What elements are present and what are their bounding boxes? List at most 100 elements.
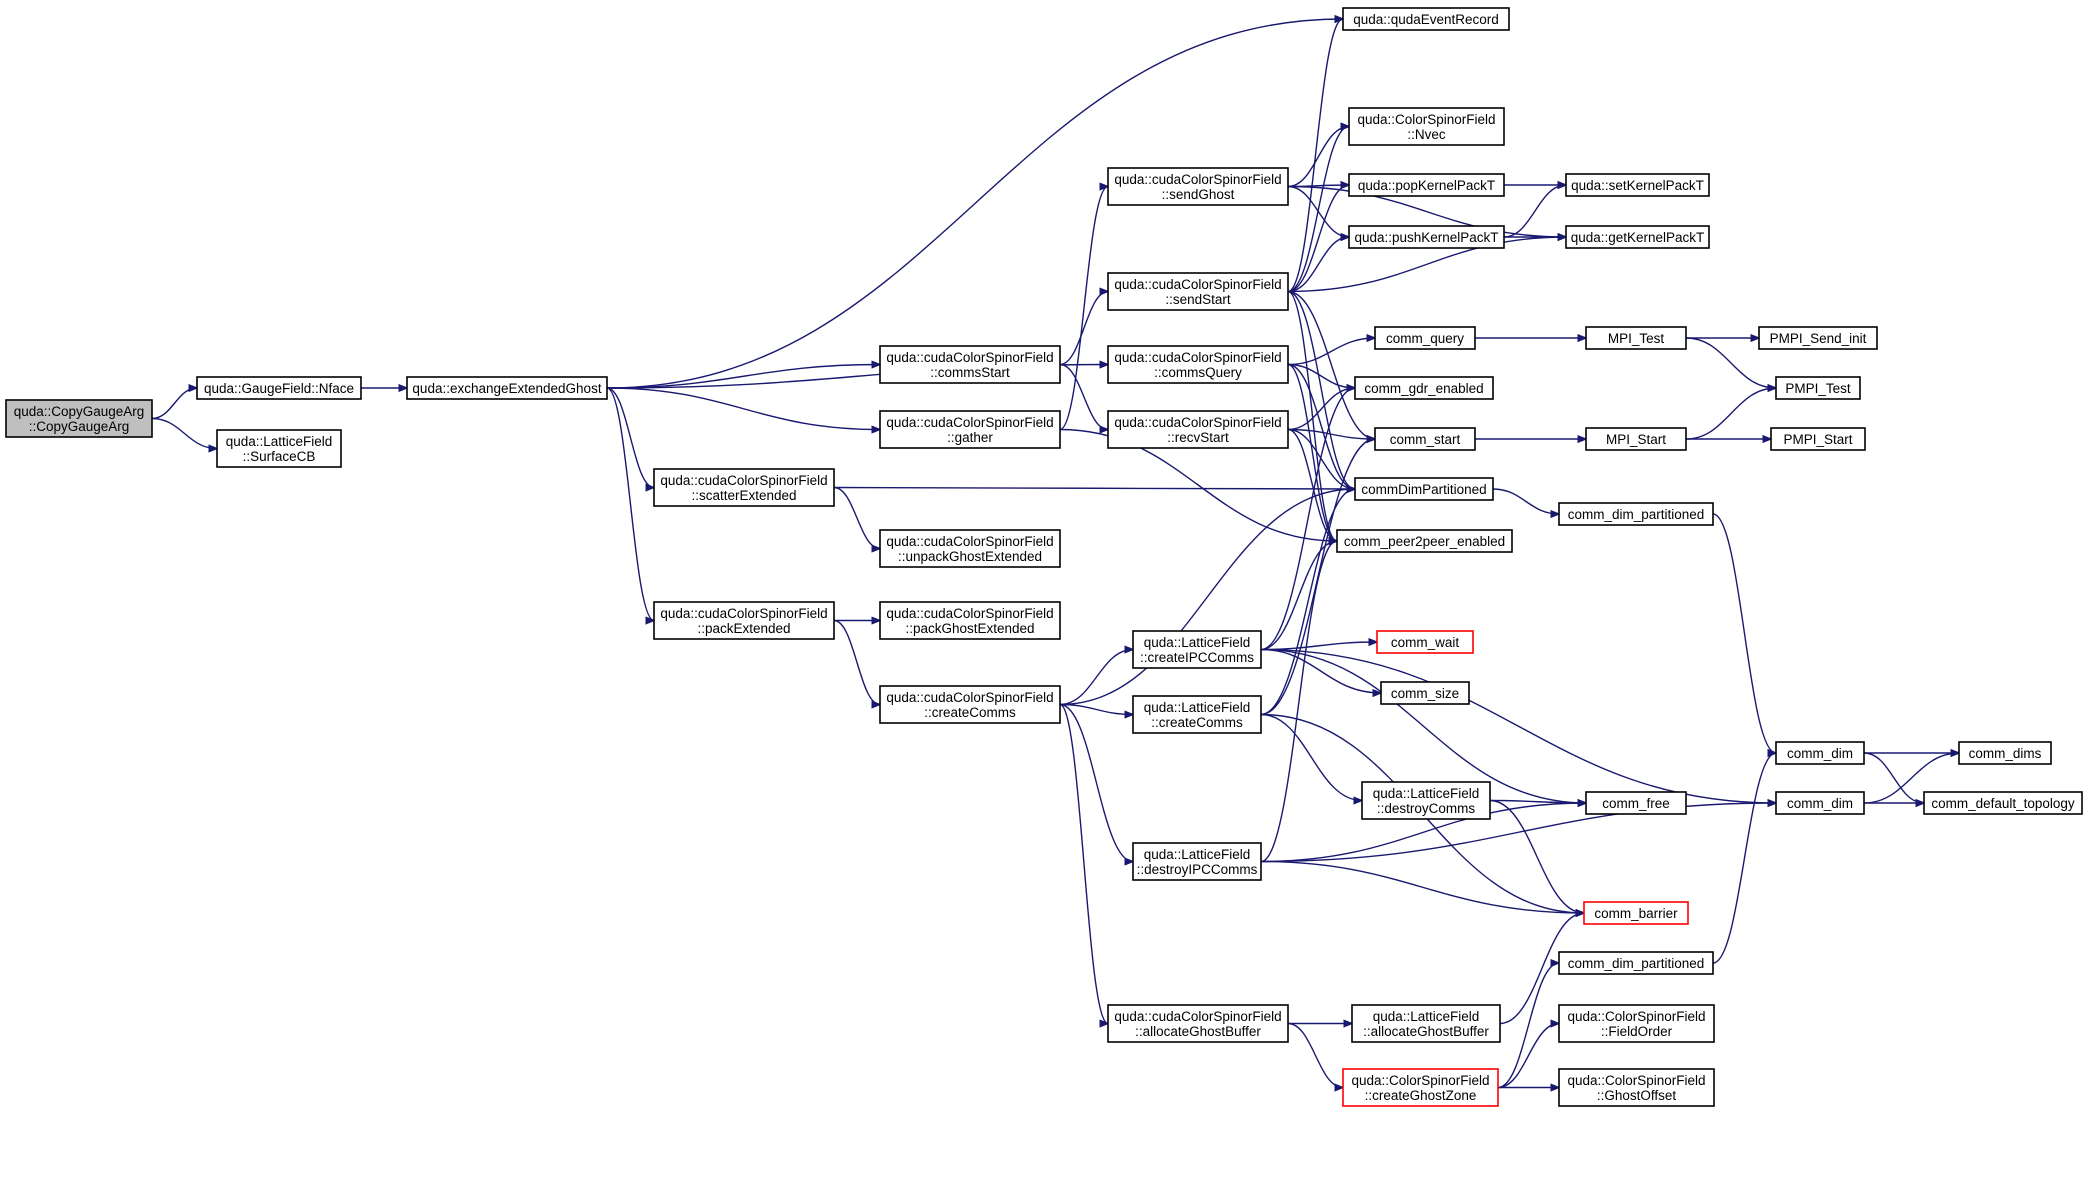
node-commsStart[interactable]: quda::cudaColorSpinorField::commsStart (879, 345, 1061, 384)
node-cdp[interactable]: commDimPartitioned (1354, 477, 1494, 501)
node-getK[interactable]: quda::getKernelPackT (1565, 225, 1710, 249)
node-lfCreateComms-box[interactable] (1132, 695, 1262, 734)
node-getK-box[interactable] (1565, 225, 1710, 249)
node-commSize[interactable]: comm_size (1380, 681, 1470, 705)
node-commSize-box[interactable] (1380, 681, 1470, 705)
node-pmpiSendInit[interactable]: PMPI_Send_init (1758, 326, 1878, 350)
node-pmpiStart-box[interactable] (1770, 427, 1866, 451)
node-cdp3-box[interactable] (1558, 951, 1714, 975)
node-commQuery[interactable]: comm_query (1374, 326, 1476, 350)
node-packGE[interactable]: quda::cudaColorSpinorField::packGhostExt… (879, 601, 1061, 640)
node-scatterExt[interactable]: quda::cudaColorSpinorField::scatterExten… (653, 468, 835, 507)
node-pmpiTest-box[interactable] (1775, 376, 1861, 400)
node-p2p[interactable]: comm_peer2peer_enabled (1336, 529, 1513, 553)
node-commDims[interactable]: comm_dims (1958, 741, 2052, 765)
node-unpackGE-box[interactable] (879, 529, 1061, 568)
node-packExt-box[interactable] (653, 601, 835, 640)
node-surfcb[interactable]: quda::LatticeField::SurfaceCB (216, 429, 342, 468)
node-nvec[interactable]: quda::ColorSpinorField::Nvec (1348, 107, 1505, 146)
node-lfDestroyIPC[interactable]: quda::LatticeField::destroyIPCComms (1132, 842, 1262, 881)
node-cdp2-box[interactable] (1558, 502, 1714, 526)
node-commBarrier-box[interactable] (1583, 901, 1689, 925)
node-commDim2-box[interactable] (1775, 791, 1865, 815)
node-nvec-box[interactable] (1348, 107, 1505, 146)
node-sendStart[interactable]: quda::cudaColorSpinorField::sendStart (1107, 272, 1289, 311)
node-qudaEvent[interactable]: quda::qudaEventRecord (1342, 7, 1510, 31)
node-exch-box[interactable] (406, 376, 608, 400)
node-allocGB-box[interactable] (1107, 1004, 1289, 1043)
node-mpiStart[interactable]: MPI_Start (1585, 427, 1687, 451)
node-recvStart-box[interactable] (1107, 410, 1289, 449)
node-p2p-box[interactable] (1336, 529, 1513, 553)
node-commDim2[interactable]: comm_dim (1775, 791, 1865, 815)
node-commDim1-box[interactable] (1775, 741, 1865, 765)
node-cdp-box[interactable] (1354, 477, 1494, 501)
node-commsQuery-box[interactable] (1107, 345, 1289, 384)
node-packExt[interactable]: quda::cudaColorSpinorField::packExtended (653, 601, 835, 640)
node-createGZ[interactable]: quda::ColorSpinorField::createGhostZone (1342, 1068, 1499, 1107)
node-fieldOrder-box[interactable] (1558, 1004, 1715, 1043)
node-sendStart-box[interactable] (1107, 272, 1289, 311)
node-scatterExt-box[interactable] (653, 468, 835, 507)
node-lfCreateIPC[interactable]: quda::LatticeField::createIPCComms (1132, 630, 1262, 669)
node-commStart[interactable]: comm_start (1374, 427, 1476, 451)
node-commQuery-box[interactable] (1374, 326, 1476, 350)
node-commWait-box[interactable] (1376, 630, 1474, 654)
node-ghostOffset-box[interactable] (1558, 1068, 1715, 1107)
node-commStart-box[interactable] (1374, 427, 1476, 451)
node-commDefTopo[interactable]: comm_default_topology (1923, 791, 2083, 815)
node-setK[interactable]: quda::setKernelPackT (1565, 173, 1710, 197)
node-recvStart[interactable]: quda::cudaColorSpinorField::recvStart (1107, 410, 1289, 449)
node-gdr[interactable]: comm_gdr_enabled (1354, 376, 1494, 400)
node-nface-box[interactable] (196, 376, 362, 400)
node-lfAllocGB[interactable]: quda::LatticeField::allocateGhostBuffer (1351, 1004, 1501, 1043)
node-lfCreateIPC-box[interactable] (1132, 630, 1262, 669)
node-cdp3[interactable]: comm_dim_partitioned (1558, 951, 1714, 975)
node-lfDestroyComms-box[interactable] (1361, 781, 1491, 820)
node-pmpiSendInit-box[interactable] (1758, 326, 1878, 350)
node-lfAllocGB-box[interactable] (1351, 1004, 1501, 1043)
node-gather[interactable]: quda::cudaColorSpinorField::gather (879, 410, 1061, 449)
node-qudaEvent-box[interactable] (1342, 7, 1510, 31)
node-pmpiTest[interactable]: PMPI_Test (1775, 376, 1861, 400)
node-setK-box[interactable] (1565, 173, 1710, 197)
node-lfDestroyIPC-box[interactable] (1132, 842, 1262, 881)
node-pushK[interactable]: quda::pushKernelPackT (1348, 225, 1505, 249)
node-lfCreateComms[interactable]: quda::LatticeField::createComms (1132, 695, 1262, 734)
node-popK-box[interactable] (1348, 173, 1505, 197)
node-commBarrier[interactable]: comm_barrier (1583, 901, 1689, 925)
node-pmpiStart[interactable]: PMPI_Start (1770, 427, 1866, 451)
node-commWait[interactable]: comm_wait (1376, 630, 1474, 654)
node-sendGhost[interactable]: quda::cudaColorSpinorField::sendGhost (1107, 167, 1289, 206)
node-createGZ-box[interactable] (1342, 1068, 1499, 1107)
node-exch[interactable]: quda::exchangeExtendedGhost (406, 376, 608, 400)
node-ghostOffset[interactable]: quda::ColorSpinorField::GhostOffset (1558, 1068, 1715, 1107)
node-createComms-box[interactable] (879, 685, 1061, 724)
node-lfDestroyComms[interactable]: quda::LatticeField::destroyComms (1361, 781, 1491, 820)
node-commsStart-box[interactable] (879, 345, 1061, 384)
node-nface[interactable]: quda::GaugeField::Nface (196, 376, 362, 400)
node-commDefTopo-box[interactable] (1923, 791, 2083, 815)
node-popK[interactable]: quda::popKernelPackT (1348, 173, 1505, 197)
node-allocGB[interactable]: quda::cudaColorSpinorField::allocateGhos… (1107, 1004, 1289, 1043)
node-commDim1[interactable]: comm_dim (1775, 741, 1865, 765)
node-mpiStart-box[interactable] (1585, 427, 1687, 451)
node-gdr-box[interactable] (1354, 376, 1494, 400)
node-unpackGE[interactable]: quda::cudaColorSpinorField::unpackGhostE… (879, 529, 1061, 568)
node-sendGhost-box[interactable] (1107, 167, 1289, 206)
node-copy-box[interactable] (5, 399, 153, 438)
node-surfcb-box[interactable] (216, 429, 342, 468)
node-packGE-box[interactable] (879, 601, 1061, 640)
node-commsQuery[interactable]: quda::cudaColorSpinorField::commsQuery (1107, 345, 1289, 384)
node-commFree-box[interactable] (1585, 791, 1687, 815)
node-mpiTest-box[interactable] (1585, 326, 1687, 350)
node-fieldOrder[interactable]: quda::ColorSpinorField::FieldOrder (1558, 1004, 1715, 1043)
node-commFree[interactable]: comm_free (1585, 791, 1687, 815)
node-pushK-box[interactable] (1348, 225, 1505, 249)
node-mpiTest[interactable]: MPI_Test (1585, 326, 1687, 350)
node-copy[interactable]: quda::CopyGaugeArg::CopyGaugeArg (5, 399, 153, 438)
node-cdp2[interactable]: comm_dim_partitioned (1558, 502, 1714, 526)
node-gather-box[interactable] (879, 410, 1061, 449)
node-createComms[interactable]: quda::cudaColorSpinorField::createComms (879, 685, 1061, 724)
node-commDims-box[interactable] (1958, 741, 2052, 765)
